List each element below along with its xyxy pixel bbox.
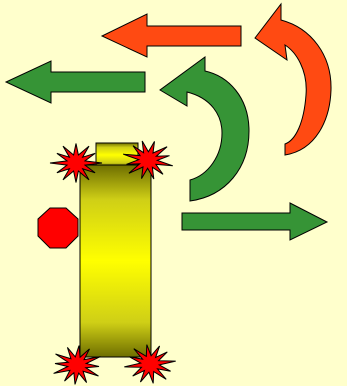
green-left-arrow-icon — [6, 61, 145, 103]
green-uturn-arrow-icon — [160, 57, 249, 201]
roller-cylinder-icon — [80, 165, 151, 357]
orange-left-arrow-icon — [102, 14, 241, 57]
orange-uturn-arrow-icon — [255, 4, 331, 155]
green-right-arrow-icon — [182, 203, 327, 240]
red-octagon-icon — [38, 208, 78, 248]
